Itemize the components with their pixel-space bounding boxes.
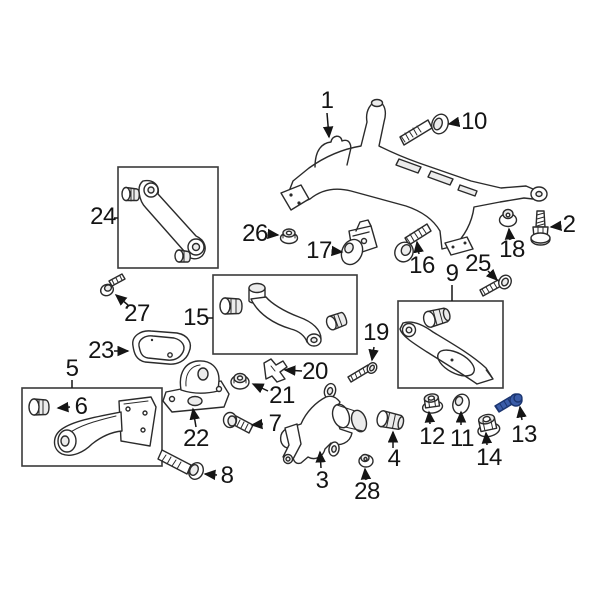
part-4-bushing [376,410,405,431]
part-27-bolt [99,273,126,297]
callout-leader-3 [315,450,326,469]
part-18-nut [498,208,518,228]
callout-19: 19 [363,319,389,346]
callout-leader-8 [203,469,218,481]
part-17-washer [340,238,364,266]
callout-26: 26 [242,220,268,247]
callout-leader-17 [331,245,344,257]
part-22-bracket [162,360,230,413]
part-16-bolt [394,223,432,263]
part-13-bolt-highlighted [494,393,523,413]
callout-4: 4 [387,445,401,472]
callout-1: 1 [320,87,334,114]
part-8-bolt [157,449,204,480]
callout-leader-20 [283,365,303,376]
part-15-upper-arm [219,282,348,347]
callout-leader-21 [251,383,269,394]
callout-7: 7 [268,410,282,437]
box-9 [397,300,504,389]
callout-leader-10 [447,116,461,128]
callout-12: 12 [419,423,445,450]
callout-leader-25 [485,268,499,282]
part-6-bushing [28,398,50,416]
part-7-bolt [222,411,254,434]
part-23-cover [132,330,192,365]
part-25-bolt [479,274,512,297]
part-28-nut [358,453,374,468]
callout-6: 6 [74,393,88,420]
group-callout-arrows [56,112,563,481]
callout-leader-18 [504,227,516,241]
part-24-link-arm [121,179,206,263]
callout-15: 15 [183,304,209,331]
callout-9: 9 [445,260,459,287]
part-1-subframe [280,98,548,256]
callout-8: 8 [220,462,234,489]
callout-leader-1 [322,112,334,139]
part-5-trailing-arm [53,396,157,456]
callout-13: 13 [511,421,537,448]
callout-5: 5 [65,355,79,382]
part-26-nut [279,228,299,245]
callout-3: 3 [315,467,329,494]
callout-27: 27 [124,300,150,327]
callout-leader-13 [516,405,527,421]
callout-23: 23 [88,337,114,364]
callout-leader-22 [189,407,200,428]
part-12-nut [421,393,444,414]
callout-leader-6 [56,401,71,413]
part-2-bolt [530,210,551,246]
callout-14: 14 [476,444,502,471]
callout-24: 24 [90,203,116,230]
callout-18: 18 [499,236,525,263]
callout-leader-16 [413,240,424,255]
callout-leader-27 [114,294,129,306]
group-part-drawings [28,98,551,480]
part-20-clip [263,358,288,383]
callout-leader-14 [481,431,493,446]
callout-22: 22 [183,425,209,452]
callout-28: 28 [354,478,380,505]
callout-16: 16 [409,252,435,279]
part-14-nut [477,413,501,438]
callout-17: 17 [306,237,332,264]
group-subassembly-boxes [21,166,504,467]
part-3-knuckle [279,382,368,465]
callout-leader-19 [368,346,379,362]
callout-20: 20 [302,358,328,385]
callout-leader-2 [549,220,563,232]
callout-leader-26 [267,228,280,240]
part-19-bolt [347,362,378,383]
callout-leader-28 [360,467,372,481]
callout-10: 10 [461,108,487,135]
part-9-lower-arm [399,307,494,385]
callout-21: 21 [269,382,295,409]
box-5 [21,387,163,467]
box-15 [212,274,358,355]
part-21-nut [230,372,250,390]
callout-leader-12 [424,410,436,425]
callout-11: 11 [450,425,474,452]
callout-2: 2 [562,211,576,238]
part-10-bolt [399,113,449,146]
callout-leader-7 [250,418,264,430]
callout-25: 25 [465,250,491,277]
